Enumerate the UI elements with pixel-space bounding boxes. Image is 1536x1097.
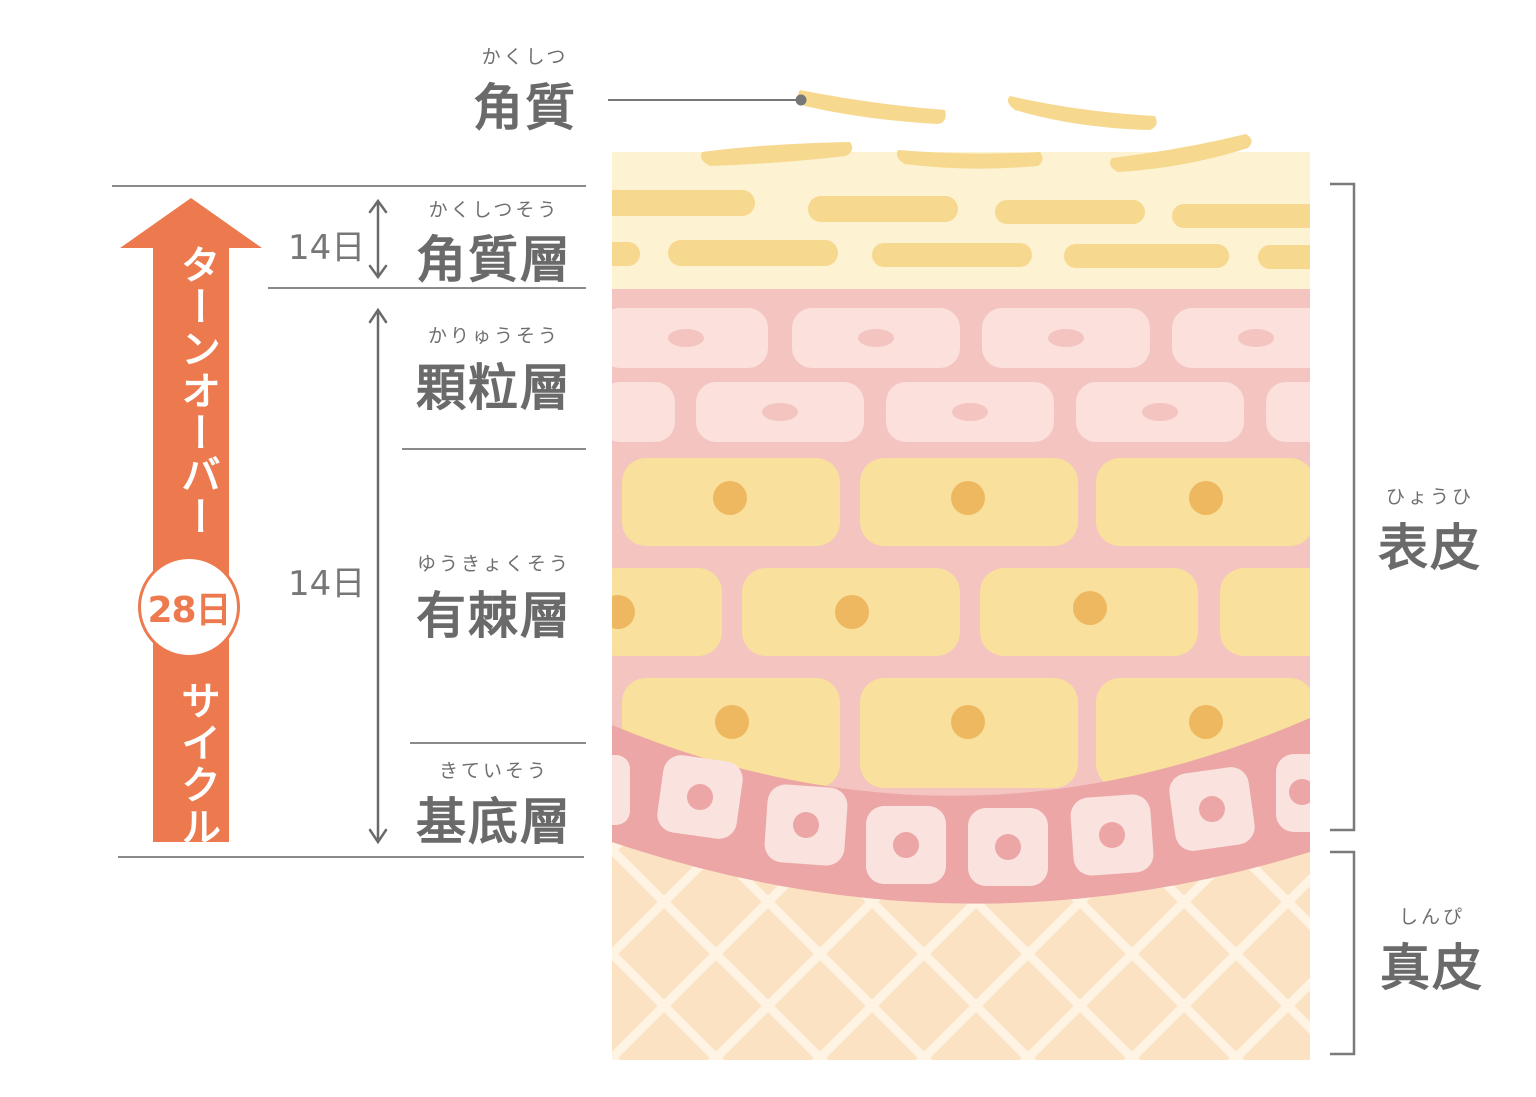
corneum-layer-ruby: かくしつそう: [428, 199, 560, 221]
spinous-layer-ruby: ゆうきょくそう: [416, 553, 571, 575]
dermis-ruby: しんぴ: [1398, 906, 1465, 928]
turnover-arrow: [120, 198, 262, 842]
spinous-cells: [612, 458, 1310, 788]
divider-corneum-granular: [268, 287, 586, 289]
turnover-title: ターンオーバー: [174, 244, 220, 538]
kakushitsu-label: 角質: [473, 79, 577, 137]
corneum-layer-label: 角質層: [416, 231, 572, 289]
kakushitsu-ruby: かくしつ: [481, 46, 569, 68]
divider-top: [112, 185, 586, 187]
granular-cells: [612, 308, 1310, 442]
duration-upper: 14日: [288, 228, 366, 268]
epidermis-bracket: [1330, 182, 1356, 832]
dermis-bracket: [1330, 850, 1356, 1056]
spinous-layer-label: 有棘層: [416, 587, 572, 645]
basal-layer-ruby: きていそう: [438, 760, 549, 782]
epidermis-ruby: ひょうひ: [1385, 486, 1474, 508]
duration-arrow-lower: [368, 307, 388, 845]
dermis-label: 真皮: [1380, 939, 1484, 997]
divider-bottom: [118, 856, 584, 858]
granular-layer-ruby: かりゅうそう: [427, 325, 560, 347]
duration-arrow-upper: [368, 198, 388, 280]
basal-layer-label: 基底層: [416, 793, 572, 851]
granular-layer-label: 顆粒層: [416, 359, 572, 417]
turnover-subtitle: サイクル: [174, 680, 220, 848]
corneum-cells: [612, 190, 1310, 269]
epidermis-label: 表皮: [1378, 519, 1482, 577]
duration-lower: 14日: [288, 564, 366, 604]
turnover-days-badge: 28日: [138, 556, 240, 658]
divider-spinous-basal: [410, 742, 586, 744]
divider-granular-spinous: [402, 448, 586, 450]
flaking-cells: [701, 90, 1252, 172]
